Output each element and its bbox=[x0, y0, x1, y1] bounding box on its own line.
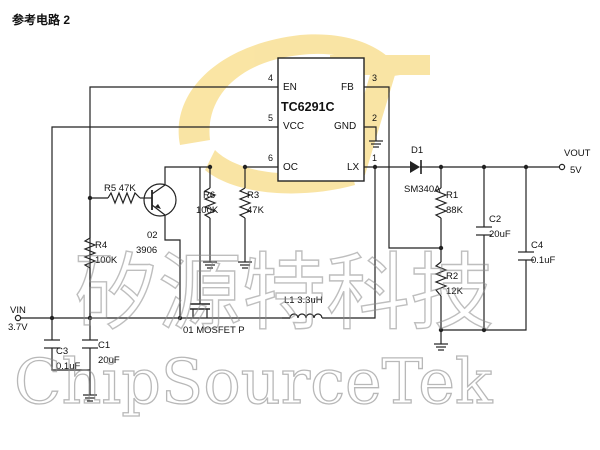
pin-label-en: EN bbox=[283, 82, 297, 93]
resistor-r3 bbox=[238, 187, 252, 219]
label-r2-name: R2 bbox=[446, 271, 458, 282]
resistor-r2 bbox=[434, 261, 448, 297]
resistor-r4 bbox=[83, 237, 97, 269]
label-c2-name: C2 bbox=[489, 214, 501, 225]
vin-port bbox=[14, 314, 22, 322]
label-r1-name: R1 bbox=[446, 190, 458, 201]
component-labels: R5 47K 02 3906 R4 100K R6 100K R3 47K L1… bbox=[8, 145, 591, 372]
label-d1-name: D1 bbox=[411, 145, 423, 156]
label-r4-value: 100K bbox=[95, 255, 118, 266]
wires bbox=[20, 86, 560, 395]
label-c4-name: C4 bbox=[531, 240, 543, 251]
ground-symbols bbox=[83, 140, 448, 402]
pin-num-2: 2 bbox=[372, 113, 377, 123]
label-l1: L1 3.3uH bbox=[284, 295, 323, 306]
label-q2-name: 02 bbox=[147, 230, 158, 241]
label-c3-value: 0.1uF bbox=[56, 361, 80, 372]
resistor-r1 bbox=[434, 187, 448, 219]
label-r5: R5 47K bbox=[104, 183, 136, 194]
diode-d1 bbox=[410, 160, 426, 174]
watermark-chinese: 矽源特科技 bbox=[74, 244, 494, 342]
label-c1-value: 20uF bbox=[98, 355, 120, 366]
label-c3-name: C3 bbox=[56, 346, 68, 357]
ground-icon bbox=[83, 394, 97, 402]
label-r6-name: R6 bbox=[203, 190, 215, 201]
label-r6-value: 100K bbox=[196, 205, 219, 216]
label-vout-value: 5V bbox=[570, 165, 582, 176]
label-vin: VIN bbox=[10, 305, 26, 316]
capacitor-c2 bbox=[476, 226, 492, 236]
label-c4-value: 0.1uF bbox=[531, 255, 555, 266]
label-q2-value: 3906 bbox=[136, 245, 157, 256]
ic-name: TC6291C bbox=[281, 100, 335, 114]
pin-num-1: 1 bbox=[372, 153, 377, 163]
ground-icon bbox=[203, 261, 217, 269]
label-c1-name: C1 bbox=[98, 340, 110, 351]
pin-num-6: 6 bbox=[268, 153, 273, 163]
resistor-r5 bbox=[107, 191, 141, 205]
capacitor-c1 bbox=[82, 339, 98, 349]
inductor-l1 bbox=[282, 313, 323, 319]
label-r4-name: R4 bbox=[95, 240, 107, 251]
label-r3-name: R3 bbox=[247, 190, 259, 201]
pin-num-3: 3 bbox=[372, 73, 377, 83]
vout-port bbox=[558, 163, 566, 171]
pin-label-fb: FB bbox=[341, 82, 354, 93]
label-r3-value: 47K bbox=[247, 205, 265, 216]
pin-num-4: 4 bbox=[268, 73, 273, 83]
label-r1-value: 88K bbox=[446, 205, 464, 216]
ground-icon bbox=[238, 261, 252, 269]
mosfet-q1 bbox=[190, 298, 210, 318]
watermark-latin: ChipSourceTek bbox=[14, 345, 493, 418]
transistor-q2 bbox=[143, 183, 177, 217]
diagram-title: 参考电路 2 bbox=[12, 12, 70, 27]
ground-icon bbox=[434, 338, 448, 351]
capacitor-c4 bbox=[518, 251, 534, 261]
ic-body bbox=[277, 57, 365, 182]
label-vout: VOUT bbox=[564, 148, 591, 159]
pin-num-5: 5 bbox=[268, 113, 273, 123]
pin-label-lx: LX bbox=[347, 162, 360, 173]
resistor-r6 bbox=[203, 187, 217, 219]
pin-label-gnd: GND bbox=[334, 121, 356, 132]
capacitor-c3 bbox=[44, 339, 60, 349]
label-vin-value: 3.7V bbox=[8, 322, 28, 333]
junctions bbox=[49, 164, 529, 333]
label-q1: 01 MOSFET P bbox=[183, 325, 245, 336]
pin-label-oc: OC bbox=[283, 162, 298, 173]
label-c2-value: 20uF bbox=[489, 229, 511, 240]
label-d1-value: SM340A bbox=[404, 184, 441, 195]
ground-icon bbox=[369, 140, 383, 148]
label-r2-value: 12K bbox=[446, 286, 464, 297]
pin-label-vcc: VCC bbox=[283, 121, 304, 132]
